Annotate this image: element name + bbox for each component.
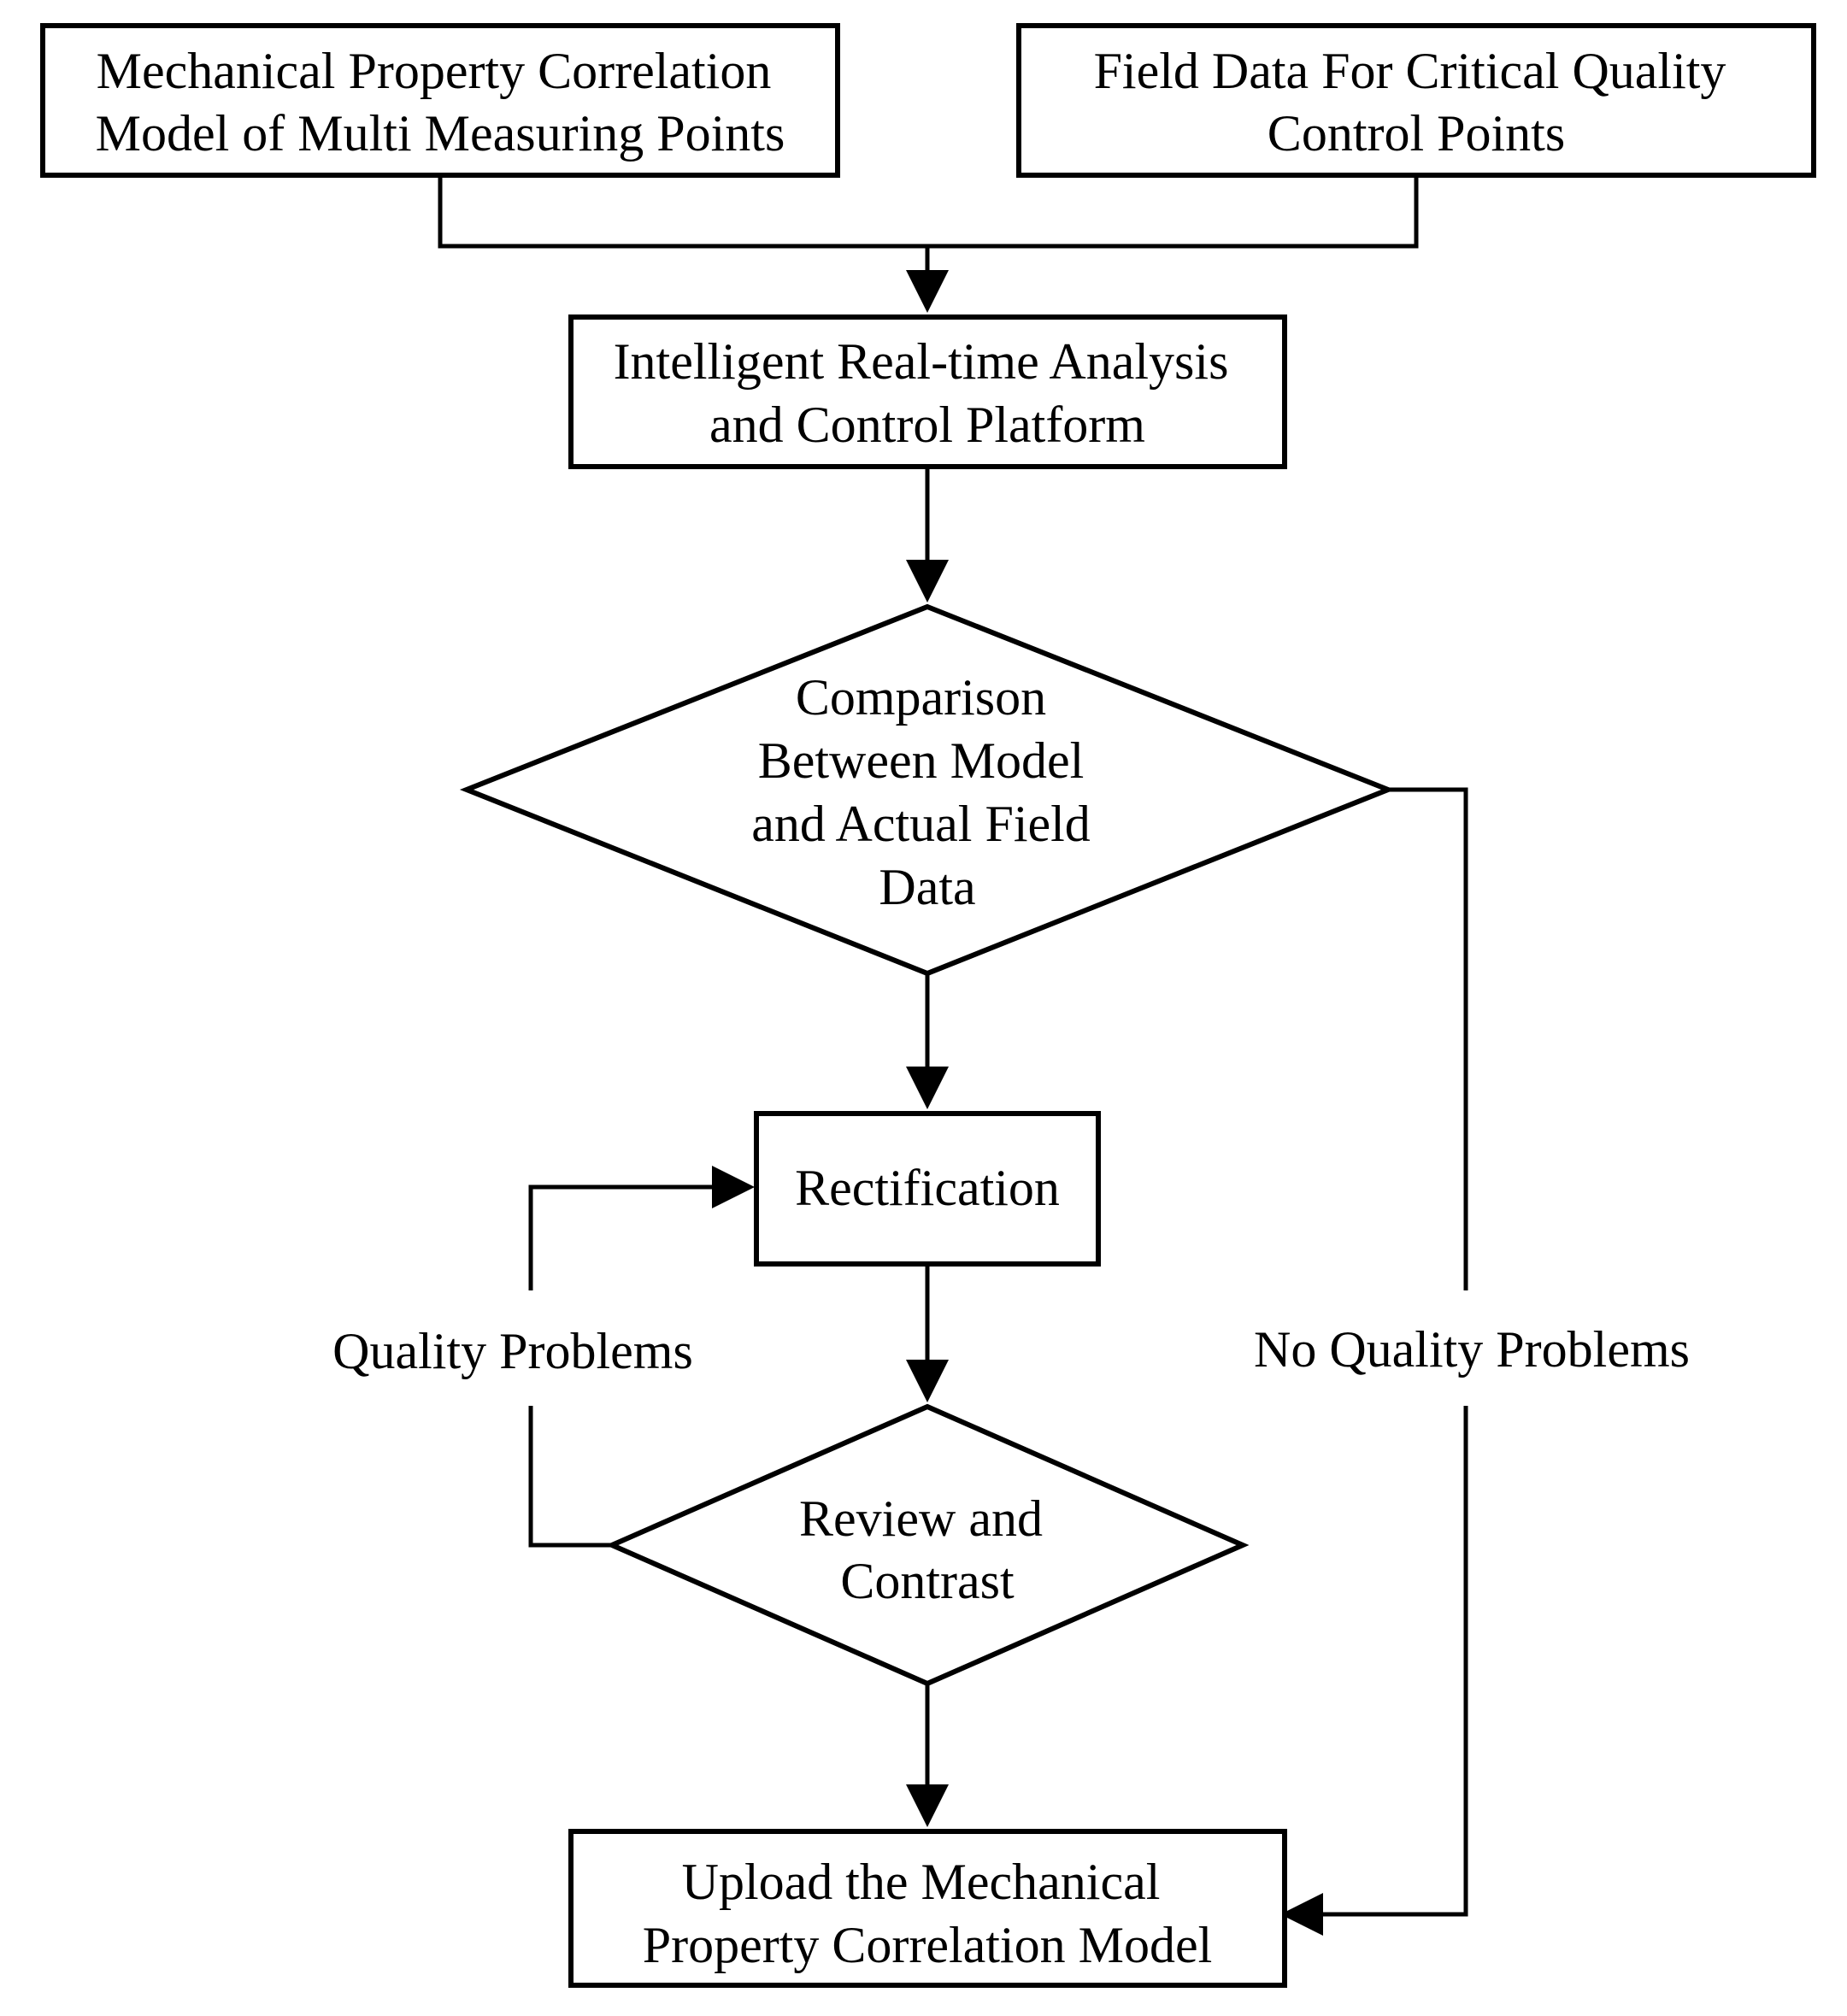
node-upload-line-2: Property Correlation Model (643, 1917, 1213, 1973)
node-platform-line-2: and Control Platform (709, 397, 1145, 453)
node-comparison-text: Comparison Between Model and Actual Fiel… (751, 669, 1103, 915)
node-platform-line-1: Intelligent Real-time Analysis (614, 333, 1229, 390)
node-rectification-box (754, 1111, 1101, 1267)
node-upload-line-1: Upload the Mechanical (682, 1854, 1161, 1910)
node-review-diamond (605, 1403, 1250, 1687)
connector-comparison-no-problems-upper (1388, 787, 1468, 1290)
node-upload-box (568, 1829, 1287, 1988)
node-field-source: Field Data For Critical Quality Control … (1016, 23, 1816, 178)
node-field-source-line-2: Control Points (1268, 105, 1565, 162)
node-rectification: Rectification (754, 1111, 1101, 1267)
node-upload-text: Upload the Mechanical Property Correlati… (643, 1854, 1213, 1973)
node-rectification-text: Rectification (795, 1160, 1060, 1216)
node-platform-text: Intelligent Real-time Analysis and Contr… (614, 333, 1242, 453)
node-upload: Upload the Mechanical Property Correlati… (568, 1829, 1287, 1988)
node-model-source: Mechanical Property Correlation Model of… (40, 23, 840, 178)
arrow-no-problems-to-upload (1280, 1406, 1468, 1936)
node-comparison-line-2: Between Model (758, 732, 1085, 789)
node-platform-box (568, 314, 1287, 469)
node-comparison-line-4: Data (879, 859, 975, 915)
node-comparison-line-3: and Actual Field (751, 796, 1091, 852)
node-review-text: Review and Contrast (799, 1490, 1056, 1609)
node-platform: Intelligent Real-time Analysis and Contr… (568, 314, 1287, 469)
node-review-line-1: Review and (799, 1490, 1043, 1547)
connectors (438, 175, 1468, 1936)
edge-label-quality-problems: Quality Problems (332, 1323, 693, 1379)
node-comparison: Comparison Between Model and Actual Fiel… (459, 603, 1396, 977)
node-field-source-text: Field Data For Critical Quality Control … (1094, 43, 1739, 162)
node-comparison-diamond (459, 603, 1396, 977)
node-rectification-line-1: Rectification (795, 1160, 1060, 1216)
node-model-source-text: Mechanical Property Correlation Model of… (96, 43, 785, 162)
node-review: Review and Contrast (605, 1403, 1250, 1687)
node-review-line-2: Contrast (840, 1553, 1015, 1609)
edge-label-no-quality-problems: No Quality Problems (1254, 1321, 1690, 1378)
node-field-source-box (1016, 23, 1816, 178)
node-model-source-line-2: Model of Multi Measuring Points (96, 105, 785, 162)
connector-model-to-merge (438, 175, 927, 249)
connector-field-to-merge (927, 175, 1419, 249)
node-comparison-line-1: Comparison (796, 669, 1046, 726)
node-field-source-line-1: Field Data For Critical Quality (1094, 43, 1726, 99)
connector-review-quality-problems-lower (528, 1406, 612, 1548)
node-model-source-line-1: Mechanical Property Correlation (97, 43, 772, 99)
arrow-quality-problems-to-rectification (528, 1166, 755, 1290)
node-model-source-box (40, 23, 840, 178)
